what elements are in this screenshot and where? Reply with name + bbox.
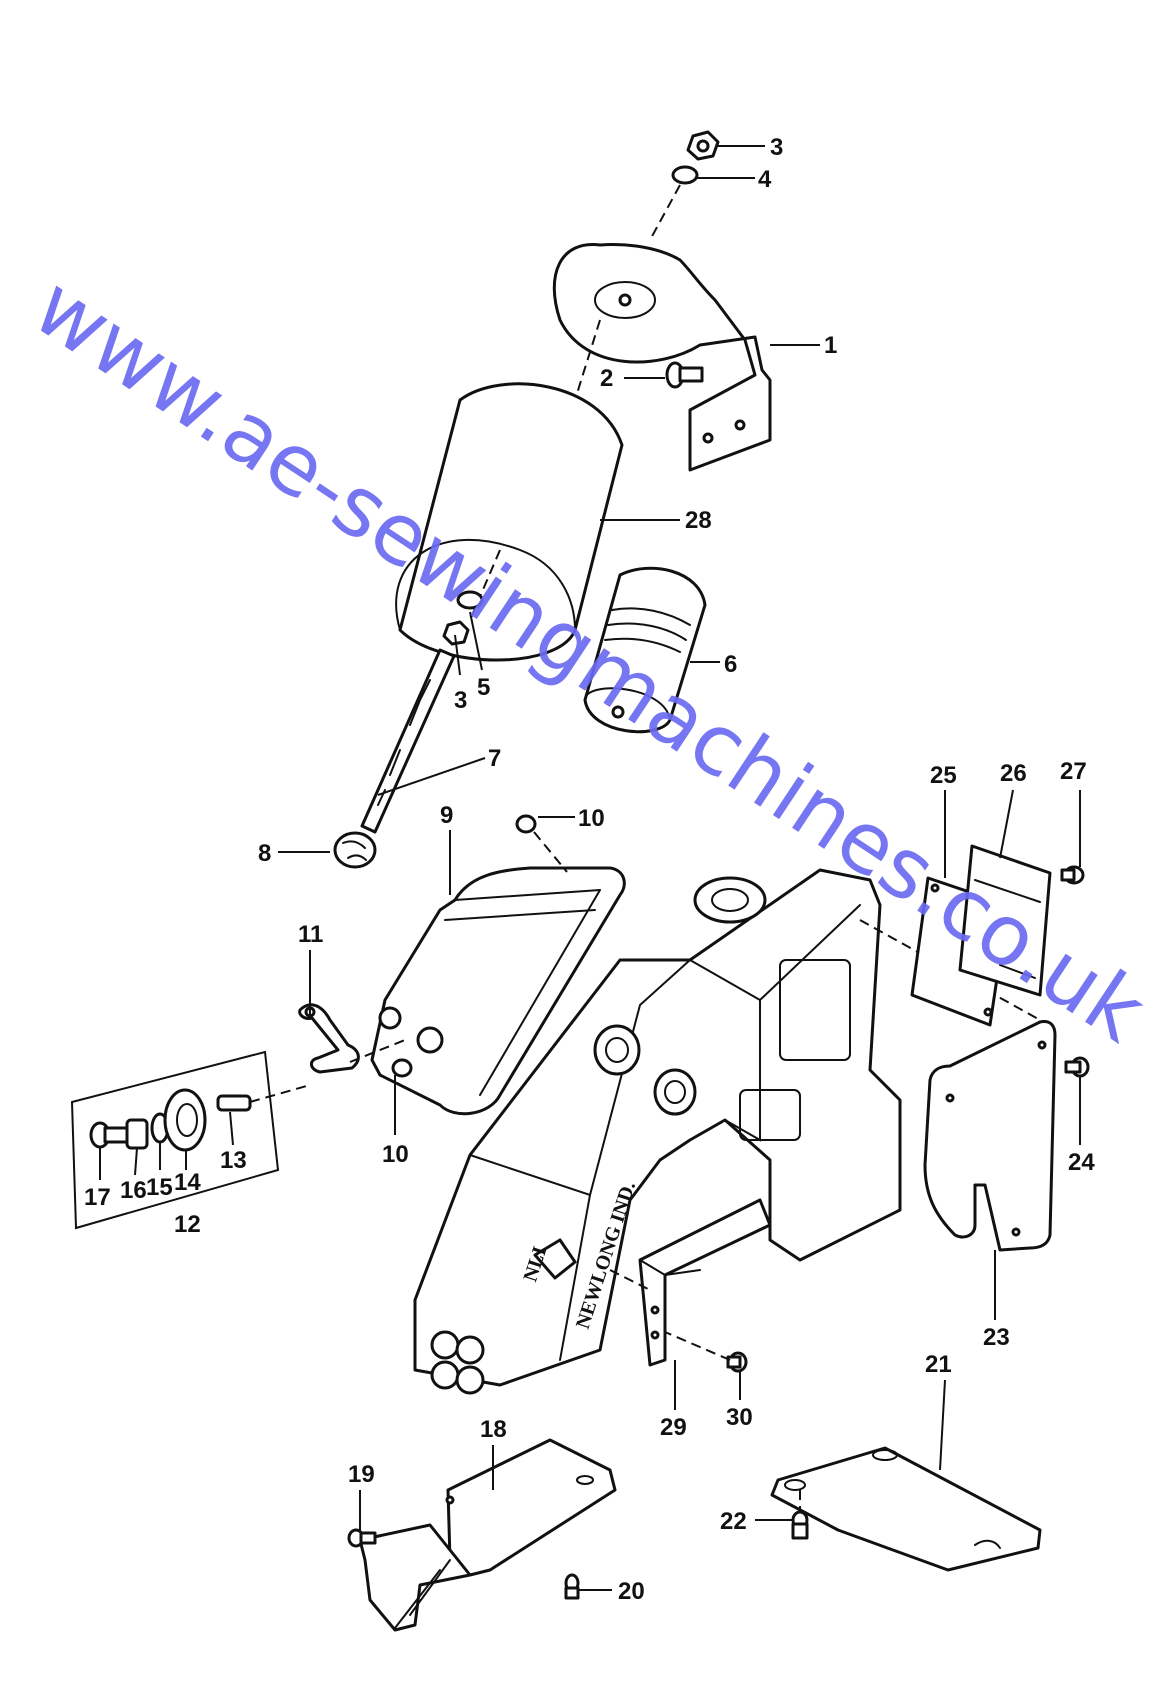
callout-14: 14 (174, 1169, 201, 1196)
callout-4: 4 (758, 166, 772, 193)
callout-7: 7 (488, 745, 501, 772)
callout-2: 2 (600, 365, 613, 392)
bottom-plate-part-21 (772, 1448, 1040, 1570)
callout-11: 11 (298, 921, 323, 948)
nut-part-3 (688, 132, 718, 159)
nut-part-16 (127, 1120, 147, 1148)
bracket-part-29 (610, 1200, 770, 1365)
screw-part-30 (665, 1332, 746, 1371)
callout-15: 15 (146, 1174, 173, 1201)
screw-part-2 (667, 363, 702, 387)
callout-25: 25 (930, 762, 957, 789)
callout-8: 8 (258, 840, 271, 867)
callout-3-lower: 3 (454, 687, 467, 714)
callout-13: 13 (220, 1147, 247, 1174)
callout-20: 20 (618, 1578, 645, 1605)
callout-28: 28 (685, 507, 712, 534)
screw-part-24 (1066, 1058, 1088, 1076)
callout-10-bottom: 10 (382, 1141, 409, 1168)
screw-part-27 (1062, 790, 1083, 883)
disc-part-14 (165, 1090, 205, 1150)
stud-part-13 (218, 1085, 310, 1110)
side-cover-part-23 (925, 1022, 1055, 1250)
callout-3-top: 3 (770, 134, 783, 161)
screw-part-19 (349, 1530, 375, 1546)
knob-part-8 (335, 833, 375, 867)
callout-27: 27 (1060, 758, 1087, 785)
callout-30: 30 (726, 1404, 753, 1431)
callout-29: 29 (660, 1414, 687, 1441)
screw-part-10-bottom (393, 1060, 411, 1076)
screw-part-10-top (517, 816, 567, 872)
pedal-bracket-part-18 (360, 1440, 615, 1630)
callout-26: 26 (1000, 760, 1027, 787)
callout-19: 19 (348, 1461, 375, 1488)
callout-9: 9 (440, 802, 453, 829)
callout-22: 22 (720, 1508, 747, 1535)
callout-12: 12 (174, 1211, 201, 1238)
callout-6: 6 (724, 651, 737, 678)
callout-5: 5 (477, 674, 490, 701)
washer-part-4 (673, 167, 697, 183)
screw-part-17 (91, 1123, 127, 1147)
callout-16: 16 (120, 1177, 147, 1204)
screw-part-20 (566, 1575, 578, 1598)
callout-17: 17 (84, 1184, 111, 1211)
callout-23: 23 (983, 1324, 1010, 1351)
callout-10-top: 10 (578, 805, 605, 832)
callout-21: 21 (925, 1351, 952, 1378)
callout-1: 1 (824, 332, 837, 359)
callout-24: 24 (1068, 1149, 1095, 1176)
callout-18: 18 (480, 1416, 507, 1443)
